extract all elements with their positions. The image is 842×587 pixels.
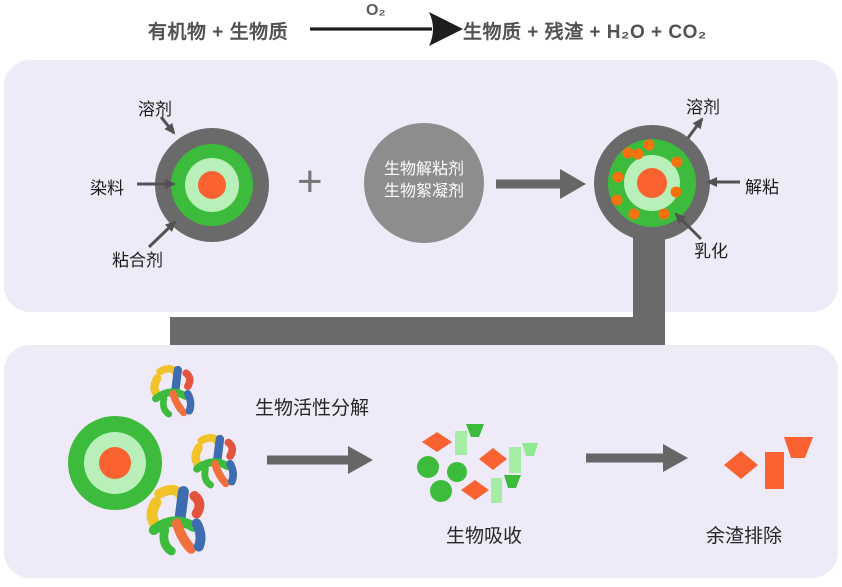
label-bioactive-decomposition: 生物活性分解	[255, 398, 370, 419]
removal-arrow-icon	[586, 444, 688, 472]
microbe-cluster-icon	[154, 369, 190, 415]
binder-arrow-icon	[147, 220, 177, 249]
microbe-cluster-icon	[152, 490, 201, 551]
label-debond: 解粘	[745, 178, 779, 197]
microbe-cluster-icon	[196, 438, 234, 485]
label-solvent-left: 溶剂	[138, 100, 172, 119]
label-solvent-right: 溶剂	[686, 98, 720, 117]
stripped-particle-icon	[68, 416, 162, 510]
agent-circle	[364, 123, 484, 243]
particle-after-icon	[594, 125, 710, 241]
label-bio-absorption: 生物吸收	[445, 526, 522, 547]
plus-sign: +	[297, 157, 323, 206]
equation-products: 生物质 + 残渣 + H₂O + CO₂	[463, 22, 707, 43]
equation-reactants: 有机物 + 生物质	[148, 22, 289, 43]
equation-catalyst: O₂	[366, 2, 386, 19]
emulsification-graphics	[137, 116, 740, 249]
solvent-left-arrow-icon	[159, 116, 176, 135]
label-binder: 粘合剂	[112, 251, 163, 270]
label-emulsify: 乳化	[694, 242, 728, 261]
decomposition-panel: 生物活性分解 生物吸收 余渣排除	[4, 345, 838, 578]
reaction-arrow-icon	[310, 12, 463, 46]
fragments-group-icon	[417, 424, 538, 503]
emulsification-panel: 溶剂 染料 粘合剂 + 生物解粘剂 生物絮凝剂 溶剂 解粘 乳化	[4, 60, 838, 312]
agent-circle-text: 生物解粘剂 生物絮凝剂	[362, 159, 486, 203]
emulsify-arrow-icon	[674, 212, 703, 241]
decomposition-graphics	[68, 345, 813, 578]
label-residue-removal: 余渣排除	[706, 526, 783, 547]
label-dye: 染料	[90, 179, 124, 198]
agent-line2: 生物絮凝剂	[383, 183, 464, 200]
solvent-right-arrow-icon	[686, 117, 704, 139]
agent-line1: 生物解粘剂	[383, 161, 464, 178]
process-arrow-icon	[496, 169, 586, 199]
decomposition-arrow-icon	[267, 446, 373, 474]
particle-before-icon	[155, 128, 269, 242]
emulsified-dots	[611, 139, 683, 220]
residue-group-icon	[724, 437, 813, 489]
